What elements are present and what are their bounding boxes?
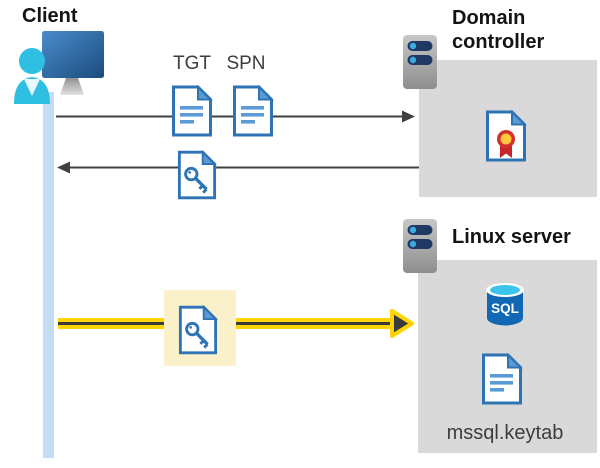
client-user-monitor-icon <box>14 31 104 104</box>
certificate-icon <box>486 110 527 162</box>
response-arrow <box>57 161 419 174</box>
client-label: Client <box>22 5 78 27</box>
document-icon <box>482 353 523 405</box>
client-timeline <box>43 92 54 458</box>
sql-database-icon: SQL <box>486 283 524 326</box>
linux-server-label: Linux server <box>452 226 571 248</box>
tgt-label: TGT <box>173 53 211 74</box>
tgt-document-icon <box>172 85 213 137</box>
domain-controller-label: Domain controller <box>452 7 545 53</box>
request-arrow <box>56 110 415 123</box>
sql-icon-text: SQL <box>491 301 519 316</box>
spn-label: SPN <box>226 53 266 74</box>
server-icon <box>403 35 437 89</box>
spn-document-icon <box>233 85 274 137</box>
server-icon <box>403 219 437 273</box>
keytab-file-label: mssql.keytab <box>446 422 564 444</box>
key-document-icon <box>177 150 217 200</box>
key-document-icon <box>178 305 218 355</box>
